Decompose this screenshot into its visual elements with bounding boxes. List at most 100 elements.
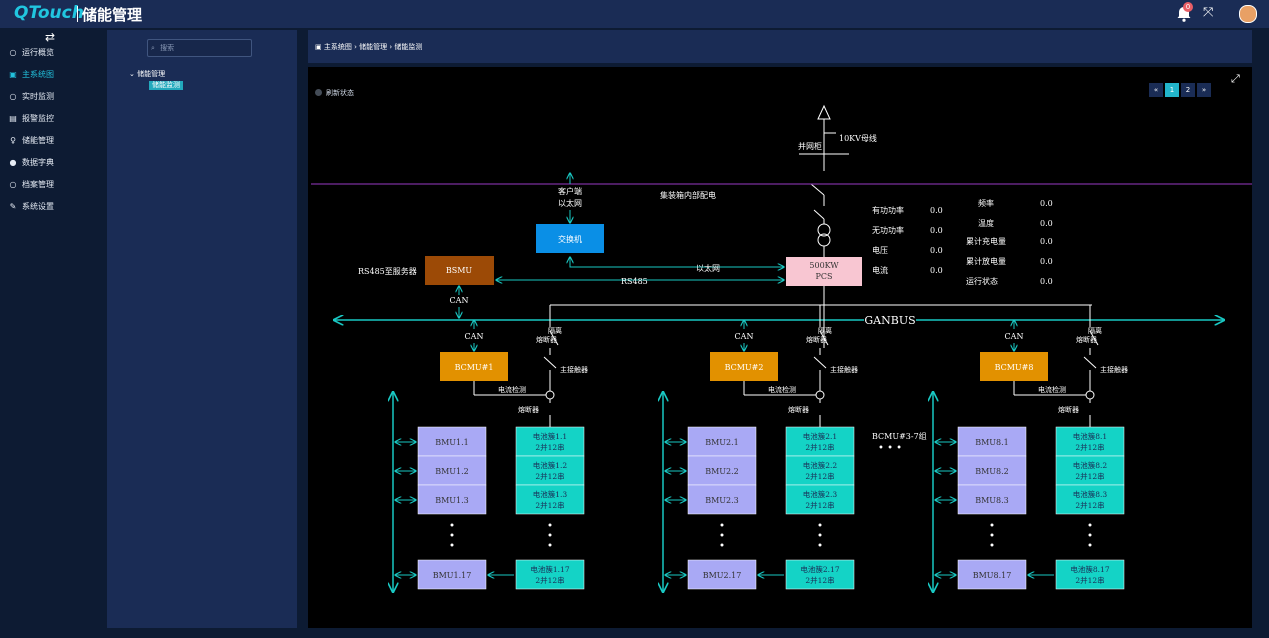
- cluster-spec: 2并12串: [535, 500, 564, 510]
- main-contactor-label: 主接触器: [560, 365, 588, 374]
- isolation-label: 隔离: [818, 326, 832, 335]
- fuse-label: 熔断器: [1058, 405, 1079, 414]
- list-icon: ▤: [9, 114, 17, 123]
- nav-item-main-diagram[interactable]: ▣主系统图: [8, 66, 100, 84]
- bmu-label: BMU8.2: [975, 467, 1009, 476]
- tree-node-monitor[interactable]: 储能监测: [149, 81, 183, 90]
- ellipsis-dot: [818, 543, 822, 547]
- fuse-label: 熔断器: [518, 405, 539, 414]
- wrench-icon: ✎: [9, 202, 17, 211]
- can-label: CAN: [735, 332, 754, 341]
- cluster-spec: 2并12串: [805, 500, 834, 510]
- cluster-box: [1055, 559, 1125, 590]
- rs485-server-label: RS485至服务器: [358, 266, 417, 276]
- grid-antenna-icon: [817, 104, 831, 120]
- metric-value: 0.0: [1040, 219, 1053, 228]
- diagram-panel: 刷新状态 ⤢ « 1 2 » 10KV母线 并网柜 集装箱内部配电: [308, 67, 1252, 628]
- cluster-spec: 2并12串: [1075, 471, 1104, 481]
- metric-value: 0.0: [1040, 199, 1053, 208]
- cluster-spec: 2并12串: [805, 442, 834, 452]
- nav-item-realtime[interactable]: ○实时监测: [8, 88, 100, 106]
- image-icon: ▣: [315, 43, 322, 51]
- pager-page-1[interactable]: 1: [1165, 83, 1179, 97]
- bcmu-box: [980, 352, 1048, 381]
- bmu-label: BMU8.1: [975, 438, 1009, 447]
- nav-item-archive[interactable]: ○档案管理: [8, 176, 100, 194]
- bmu-label: BMU1.1: [435, 438, 469, 447]
- cluster-spec: 2并12串: [805, 575, 834, 585]
- metric-label: 电压: [872, 245, 888, 255]
- bsmu-box: [425, 256, 494, 285]
- pcs-label-1: 500KW: [809, 261, 839, 270]
- ellipsis-dot: [1088, 543, 1092, 547]
- metric-value: 0.0: [930, 246, 943, 255]
- metric-label: 运行状态: [966, 276, 998, 286]
- ellipsis-dot: [990, 533, 994, 537]
- cluster-label: 电池簇2.1: [803, 431, 837, 441]
- ellipsis-dot: [720, 533, 724, 537]
- logo-divider: [77, 6, 78, 22]
- cluster-box: [785, 484, 855, 515]
- nav-item-storage[interactable]: ♀储能管理: [8, 132, 100, 150]
- ellipsis-dot: [720, 543, 724, 547]
- cluster-label: 电池簇8.17: [1070, 564, 1109, 574]
- ellipsis-dot: [1088, 523, 1092, 527]
- top-bar: QTouch 储能管理 0 ⤧: [0, 0, 1269, 28]
- ellipsis-dot: [990, 543, 994, 547]
- pager-prev[interactable]: «: [1149, 83, 1163, 97]
- cluster-box: [785, 455, 855, 486]
- metric-value: 0.0: [1040, 257, 1053, 266]
- cluster-spec: 2并12串: [1075, 575, 1104, 585]
- swap-arrows-icon[interactable]: ⇄: [45, 30, 56, 44]
- internal-distribution-label: 集装箱内部配电: [660, 190, 716, 200]
- nav-item-settings[interactable]: ✎系统设置: [8, 198, 100, 216]
- metrics-left: 有功功率 0.0 无功功率 0.0 电压 0.0 电流 0.0: [872, 205, 943, 275]
- metric-value: 0.0: [930, 206, 943, 215]
- expand-icon[interactable]: ⤧: [1203, 5, 1214, 20]
- nav-item-alarm[interactable]: ▤报警监控: [8, 110, 100, 128]
- bmu-label: BMU2.3: [705, 496, 739, 505]
- breadcrumb: ▣ 主系统图 › 储能管理 › 储能监测: [315, 43, 423, 51]
- pager-next[interactable]: »: [1197, 83, 1211, 97]
- fuse-label: 熔断器: [788, 405, 809, 414]
- nav-item-overview[interactable]: ○运行概览: [8, 44, 100, 62]
- bmu-label: BMU1.2: [435, 467, 469, 476]
- bmu-box: [687, 484, 757, 515]
- bcmu-box: [710, 352, 778, 381]
- metric-label: 温度: [978, 218, 994, 228]
- avatar[interactable]: [1239, 5, 1257, 23]
- metric-label: 累计充电量: [966, 236, 1006, 246]
- app-title: 储能管理: [82, 6, 143, 24]
- cluster-spec: 2并12串: [1075, 442, 1104, 452]
- contactor-switch: [1083, 356, 1097, 369]
- transformer-icon: [817, 223, 831, 237]
- cluster-label: 电池簇2.17: [800, 564, 839, 574]
- bmu-box: [957, 559, 1027, 590]
- search-input[interactable]: ⌕ 搜索: [147, 39, 252, 57]
- contactor-switch: [813, 356, 827, 369]
- bmu-box: [417, 559, 487, 590]
- group-note: BCMU#3-7组: [872, 431, 927, 441]
- pager-page-2[interactable]: 2: [1181, 83, 1195, 97]
- bmu-label: BMU8.3: [975, 496, 1009, 505]
- status-indicator: [315, 89, 322, 96]
- fullscreen-icon[interactable]: ⤢: [1231, 72, 1240, 85]
- ellipsis-dot: [1088, 533, 1092, 537]
- circle-icon: ○: [9, 180, 17, 189]
- nav-item-dictionary[interactable]: ●数据字典: [8, 154, 100, 172]
- ganbus-label: GANBUS: [864, 314, 915, 327]
- cluster-box: [785, 559, 855, 590]
- cluster-box: [515, 455, 585, 486]
- bmu-box: [957, 484, 1027, 515]
- image-icon: ▣: [9, 70, 17, 79]
- main-contactor-label: 主接触器: [1100, 365, 1128, 374]
- ellipsis-dot: [818, 533, 822, 537]
- metric-value: 0.0: [930, 266, 943, 275]
- pcs-box: [786, 257, 862, 286]
- grid-cabinet-label: 并网柜: [798, 141, 822, 151]
- tree-node-storage[interactable]: ⌄ 储能管理: [129, 70, 166, 78]
- metric-label: 频率: [978, 198, 994, 208]
- cluster-label: 电池簇1.17: [530, 564, 569, 574]
- metric-label: 电流: [872, 265, 888, 275]
- switch-box: [536, 224, 604, 253]
